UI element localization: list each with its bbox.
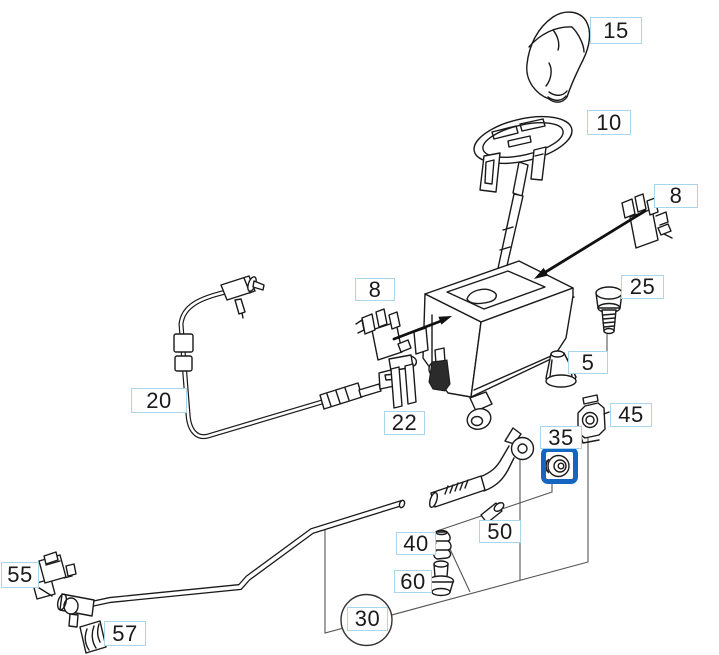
connector-8-right: [621, 193, 673, 249]
callout-20[interactable]: 20: [131, 388, 187, 413]
shift-gate-10: [473, 115, 573, 193]
callout-60[interactable]: 60: [394, 570, 432, 593]
bracket-55: [32, 551, 77, 600]
callout-25[interactable]: 25: [621, 275, 664, 299]
callout-55[interactable]: 55: [1, 562, 39, 588]
callout-22[interactable]: 22: [384, 411, 425, 435]
callout-35[interactable]: 35: [540, 426, 582, 449]
shift-rod: [56, 499, 406, 628]
bolt-25: [595, 286, 623, 335]
shift-cable-20: [173, 275, 400, 440]
selector-lever: [428, 427, 535, 508]
callout-8-right[interactable]: 8: [654, 184, 698, 208]
callout-57[interactable]: 57: [104, 621, 146, 646]
callout-5[interactable]: 5: [568, 351, 608, 374]
shift-knob-15: [526, 11, 591, 103]
fork-clip-22: [388, 354, 418, 409]
bolt-60: [427, 560, 455, 597]
callout-45[interactable]: 45: [610, 403, 652, 427]
shifter-assembly-body: [413, 161, 577, 430]
callout-50[interactable]: 50: [479, 520, 521, 543]
callout-30[interactable]: 30: [347, 607, 388, 631]
highlight-box-35: [541, 447, 578, 484]
clip-57: [79, 620, 107, 654]
callout-40[interactable]: 40: [396, 532, 436, 555]
pointer-arrows: [392, 209, 647, 341]
clamp-45: [577, 394, 610, 444]
callout-15[interactable]: 15: [590, 17, 642, 44]
bushing-40: [432, 529, 452, 560]
connector-8-left: [355, 308, 412, 361]
callout-10[interactable]: 10: [587, 110, 631, 135]
callout-8-left[interactable]: 8: [355, 278, 395, 301]
